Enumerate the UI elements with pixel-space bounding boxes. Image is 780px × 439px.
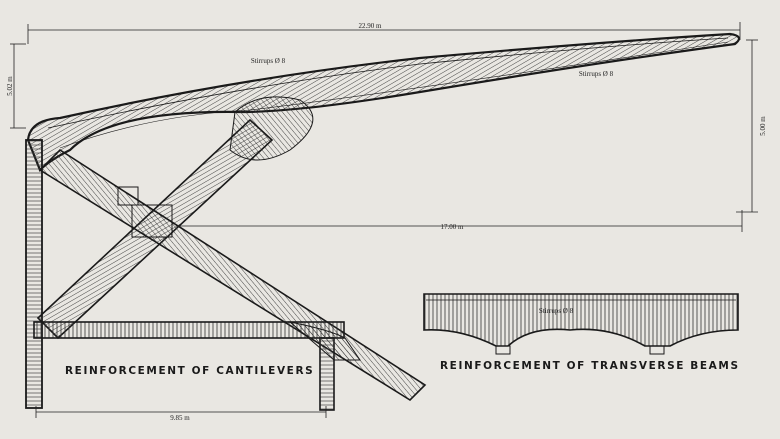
crossing-node <box>131 204 173 238</box>
horizontal-reach-label: 17.00 m <box>441 223 465 231</box>
beam-support-left <box>495 345 511 355</box>
stirrups-note-right: Stirrups Ø 8 <box>579 70 614 78</box>
cantilever-elevation <box>25 32 741 411</box>
caption-cantilevers: REINFORCEMENT OF CANTILEVERS <box>65 365 314 377</box>
top-rebar <box>47 37 729 129</box>
tie-haunch <box>288 321 361 361</box>
transverse-beam <box>423 293 739 347</box>
right-height-label: 5.00 m <box>759 116 767 136</box>
beam-support-right <box>649 345 665 355</box>
dimension-lines <box>10 22 758 418</box>
bottom-rebar <box>59 41 729 149</box>
lower-tie-beam <box>33 321 345 339</box>
root-node <box>117 186 139 206</box>
cantilever-beam <box>26 32 741 172</box>
base-width-label: 9.85 m <box>170 414 190 422</box>
stirrups-note-beam: Stirrups Ø 8 <box>539 307 574 315</box>
stirrups-note-upper: Stirrups Ø 8 <box>251 57 286 65</box>
overall-span-label: 22.90 m <box>359 22 383 30</box>
left-height-label: 5.02 m <box>6 76 14 96</box>
left-column <box>25 139 43 409</box>
transverse-beam-elevation <box>423 293 739 355</box>
caption-transverse-beams: REINFORCEMENT OF TRANSVERSE BEAMS <box>440 360 740 372</box>
